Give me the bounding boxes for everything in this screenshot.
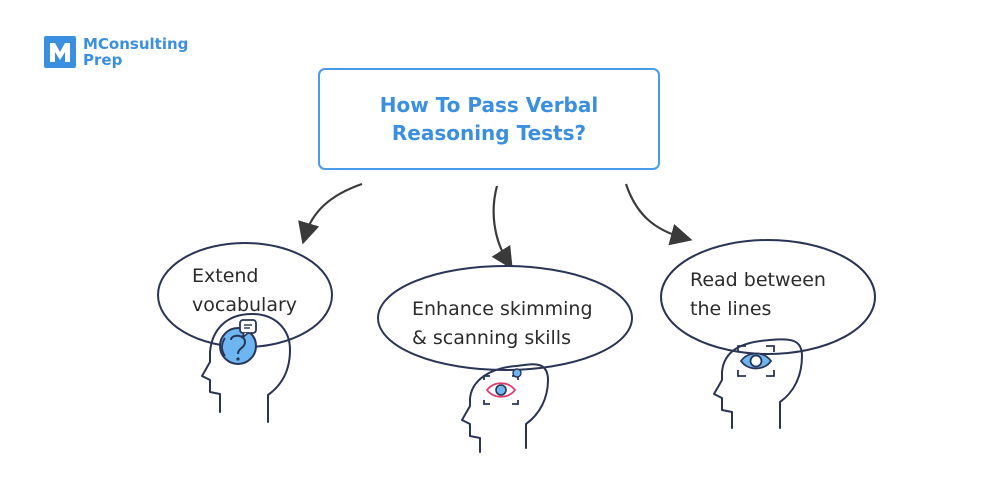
tip-line1: Extend xyxy=(192,265,259,287)
title-line1: How To Pass Verbal xyxy=(379,93,599,117)
brand-logo: MConsulting Prep xyxy=(44,36,188,68)
arrow-to-extend-vocabulary xyxy=(298,182,363,245)
brand-name-line2: Prep xyxy=(83,51,123,69)
tip-skimming-scanning: Enhance skimming & scanning skills xyxy=(412,295,593,353)
brand-name-line1: MConsulting xyxy=(83,35,189,53)
tip-line1: Read between xyxy=(690,269,826,291)
title-line2: Reasoning Tests? xyxy=(391,121,587,145)
eye-focus-icon xyxy=(737,345,775,377)
tip-line2: & scanning skills xyxy=(412,327,571,349)
tip-line1: Enhance skimming xyxy=(412,298,593,320)
tip-line2: the lines xyxy=(690,298,772,320)
brand-name: MConsulting Prep xyxy=(83,36,188,68)
diagram-title: How To Pass Verbal Reasoning Tests? xyxy=(380,91,598,147)
thought-bubble-read-between-lines xyxy=(660,239,876,355)
head-profile-center xyxy=(461,363,549,453)
thought-bubble-skimming-scanning xyxy=(377,265,633,371)
brand-mark-icon xyxy=(44,36,76,68)
speech-listening-icon xyxy=(219,319,257,365)
eye-scan-icon xyxy=(483,368,522,405)
tip-extend-vocabulary: Extend vocabulary xyxy=(192,262,297,320)
arrow-to-skimming-scanning xyxy=(491,185,513,270)
head-profile-left xyxy=(201,313,291,423)
title-box: How To Pass Verbal Reasoning Tests? xyxy=(318,68,660,170)
tip-line2: vocabulary xyxy=(192,294,298,316)
arrow-to-read-between-lines xyxy=(624,183,693,246)
tip-read-between-lines: Read between the lines xyxy=(690,266,826,324)
head-profile-right xyxy=(713,338,803,429)
